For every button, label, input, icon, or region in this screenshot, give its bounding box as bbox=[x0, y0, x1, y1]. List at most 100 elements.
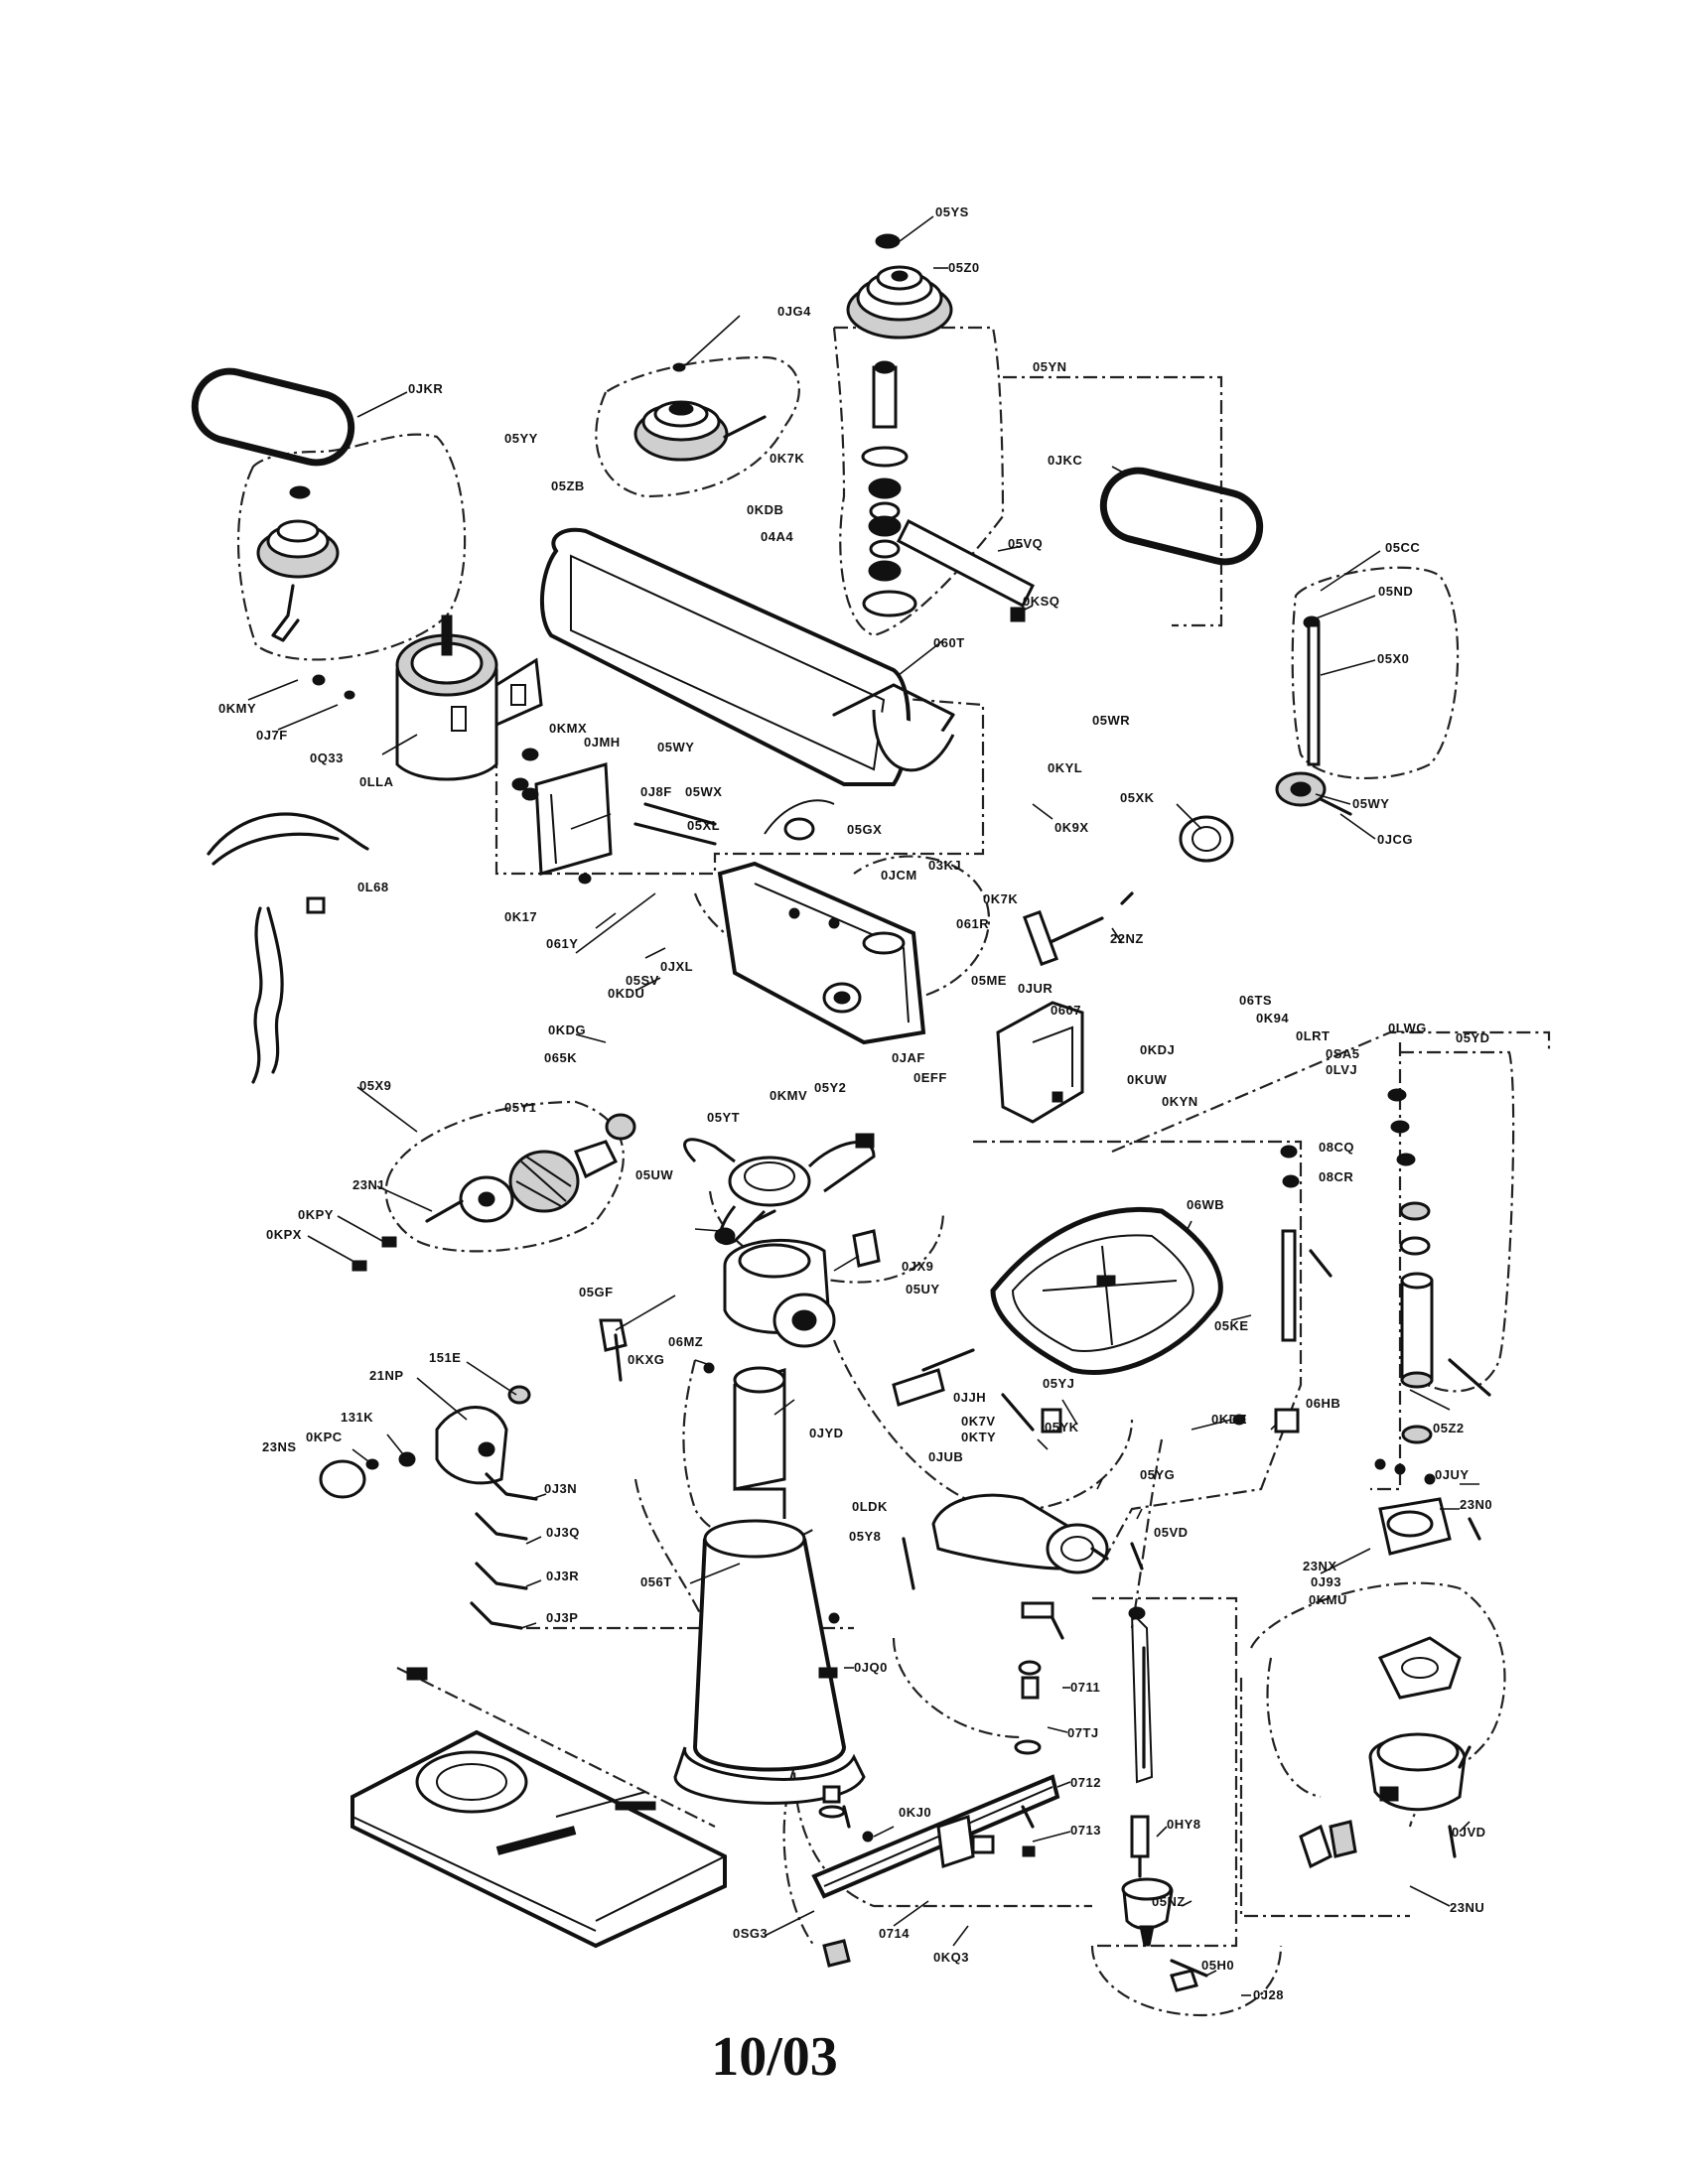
label-0KMX: 0KMX bbox=[549, 721, 587, 736]
label-0KUW: 0KUW bbox=[1127, 1072, 1168, 1087]
label-0K7K-top: 0K7K bbox=[770, 451, 804, 466]
label-0KXG: 0KXG bbox=[628, 1352, 664, 1367]
quill-spindle bbox=[1128, 1606, 1154, 1878]
label-061Y: 061Y bbox=[546, 936, 578, 951]
label-06TS: 06TS bbox=[1239, 993, 1272, 1008]
chuck-icon bbox=[1121, 1877, 1208, 1992]
power-cord-icon bbox=[207, 812, 369, 1084]
label-05VQ: 05VQ bbox=[1008, 536, 1043, 551]
belt-icon bbox=[191, 367, 1264, 566]
motor-pulley-icon bbox=[256, 485, 340, 642]
label-0J7F: 0J7F bbox=[256, 728, 288, 743]
label-05X0: 05X0 bbox=[1377, 651, 1409, 666]
pinion-hub bbox=[599, 1209, 881, 1382]
label-0KMU: 0KMU bbox=[1309, 1592, 1347, 1607]
label-05XL: 05XL bbox=[687, 818, 720, 833]
label-0J93: 0J93 bbox=[1311, 1574, 1341, 1589]
label-0HY8: 0HY8 bbox=[1167, 1817, 1201, 1832]
label-05UW: 05UW bbox=[635, 1167, 673, 1182]
label-06WB: 06WB bbox=[1187, 1197, 1224, 1212]
rack-assembly bbox=[892, 1348, 1300, 1433]
label-23NU: 23NU bbox=[1450, 1900, 1484, 1915]
thumb-screws bbox=[319, 1385, 531, 1499]
label-0SG3: 0SG3 bbox=[733, 1926, 768, 1941]
label-0713: 0713 bbox=[1070, 1823, 1101, 1838]
label-05WX: 05WX bbox=[685, 784, 722, 799]
label-0JQ0: 0JQ0 bbox=[854, 1660, 888, 1675]
label-0JKR: 0JKR bbox=[408, 381, 443, 396]
label-08CQ: 08CQ bbox=[1319, 1140, 1354, 1155]
label-05CC: 05CC bbox=[1385, 540, 1420, 555]
label-0J3R: 0J3R bbox=[546, 1569, 579, 1583]
label-0KDZ: 0KDZ bbox=[1211, 1412, 1247, 1427]
label-0EFF: 0EFF bbox=[913, 1070, 947, 1085]
label-05X9: 05X9 bbox=[359, 1078, 391, 1093]
label-0KPX: 0KPX bbox=[266, 1227, 302, 1242]
label-0J28: 0J28 bbox=[1253, 1987, 1284, 2002]
label-05Y2: 05Y2 bbox=[814, 1080, 846, 1095]
label-0J8F: 0J8F bbox=[640, 784, 672, 799]
label-05Y1: 05Y1 bbox=[504, 1100, 536, 1115]
label-0711: 0711 bbox=[1070, 1680, 1100, 1695]
label-0JAF: 0JAF bbox=[892, 1050, 925, 1065]
date-footer: 10/03 bbox=[711, 2026, 838, 2088]
motor-bracket bbox=[511, 748, 717, 885]
label-05GX: 05GX bbox=[847, 822, 882, 837]
label-06MZ: 06MZ bbox=[668, 1334, 703, 1349]
leader-lines bbox=[247, 215, 1479, 1996]
label-22NZ: 22NZ bbox=[1110, 931, 1144, 946]
label-0KPY: 0KPY bbox=[298, 1207, 334, 1222]
label-0JKC: 0JKC bbox=[1048, 453, 1082, 468]
label-0J3P: 0J3P bbox=[546, 1610, 578, 1625]
label-05ZB: 05ZB bbox=[551, 478, 585, 493]
label-0J3Q: 0J3Q bbox=[546, 1525, 580, 1540]
head-casting-icon bbox=[717, 799, 926, 1045]
label-05WR: 05WR bbox=[1092, 713, 1130, 728]
label-0L68: 0L68 bbox=[357, 880, 389, 894]
spindle-pulley-icon bbox=[846, 233, 953, 617]
spring-cover bbox=[351, 1113, 636, 1272]
label-0KYL: 0KYL bbox=[1048, 760, 1082, 775]
label-0JYD: 0JYD bbox=[809, 1426, 844, 1440]
feed-handle-icon bbox=[683, 1133, 876, 1245]
label-061R: 061R bbox=[956, 916, 989, 931]
label-0JVD: 0JVD bbox=[1452, 1825, 1486, 1840]
label-0KDU: 0KDU bbox=[608, 986, 644, 1001]
label-0K7K-mid: 0K7K bbox=[983, 891, 1018, 906]
label-05Z2: 05Z2 bbox=[1433, 1421, 1465, 1435]
label-0JMH: 0JMH bbox=[584, 735, 621, 750]
label-0KMV: 0KMV bbox=[770, 1088, 807, 1103]
label-0JUB: 0JUB bbox=[928, 1449, 963, 1464]
label-056T: 056T bbox=[640, 1574, 672, 1589]
depth-rod-bracket bbox=[811, 1660, 1060, 1968]
label-05YK: 05YK bbox=[1045, 1420, 1079, 1434]
label-03KJ: 03KJ bbox=[928, 858, 961, 873]
label-0LVJ: 0LVJ bbox=[1326, 1062, 1357, 1077]
label-05VD: 05VD bbox=[1154, 1525, 1189, 1540]
label-23N1: 23N1 bbox=[352, 1177, 385, 1192]
label-0JJH: 0JJH bbox=[953, 1390, 986, 1405]
hex-keys bbox=[470, 1472, 538, 1630]
label-0KDG: 0KDG bbox=[548, 1023, 586, 1037]
label-23NS: 23NS bbox=[262, 1439, 297, 1454]
label-0KQ3: 0KQ3 bbox=[933, 1950, 969, 1965]
switch-box bbox=[996, 1001, 1084, 1124]
label-05YS: 05YS bbox=[935, 205, 969, 219]
label-0714: 0714 bbox=[879, 1926, 910, 1941]
label-0LDK: 0LDK bbox=[852, 1499, 888, 1514]
label-0K17: 0K17 bbox=[504, 909, 537, 924]
label-05ME: 05ME bbox=[971, 973, 1007, 988]
belt-guard-icon bbox=[539, 527, 955, 786]
label-05H0: 05H0 bbox=[1201, 1958, 1234, 1973]
label-23N0: 23N0 bbox=[1460, 1497, 1492, 1512]
label-0JUR: 0JUR bbox=[1018, 981, 1052, 996]
label-0KYN: 0KYN bbox=[1162, 1094, 1198, 1109]
label-0KSQ: 0KSQ bbox=[1023, 594, 1059, 609]
label-23NX: 23NX bbox=[1303, 1559, 1337, 1573]
label-0KTY: 0KTY bbox=[961, 1430, 996, 1444]
drive-pulley-icon bbox=[633, 362, 767, 462]
label-0KMY: 0KMY bbox=[218, 701, 256, 716]
label-151E: 151E bbox=[429, 1350, 461, 1365]
label-060T: 060T bbox=[933, 635, 965, 650]
